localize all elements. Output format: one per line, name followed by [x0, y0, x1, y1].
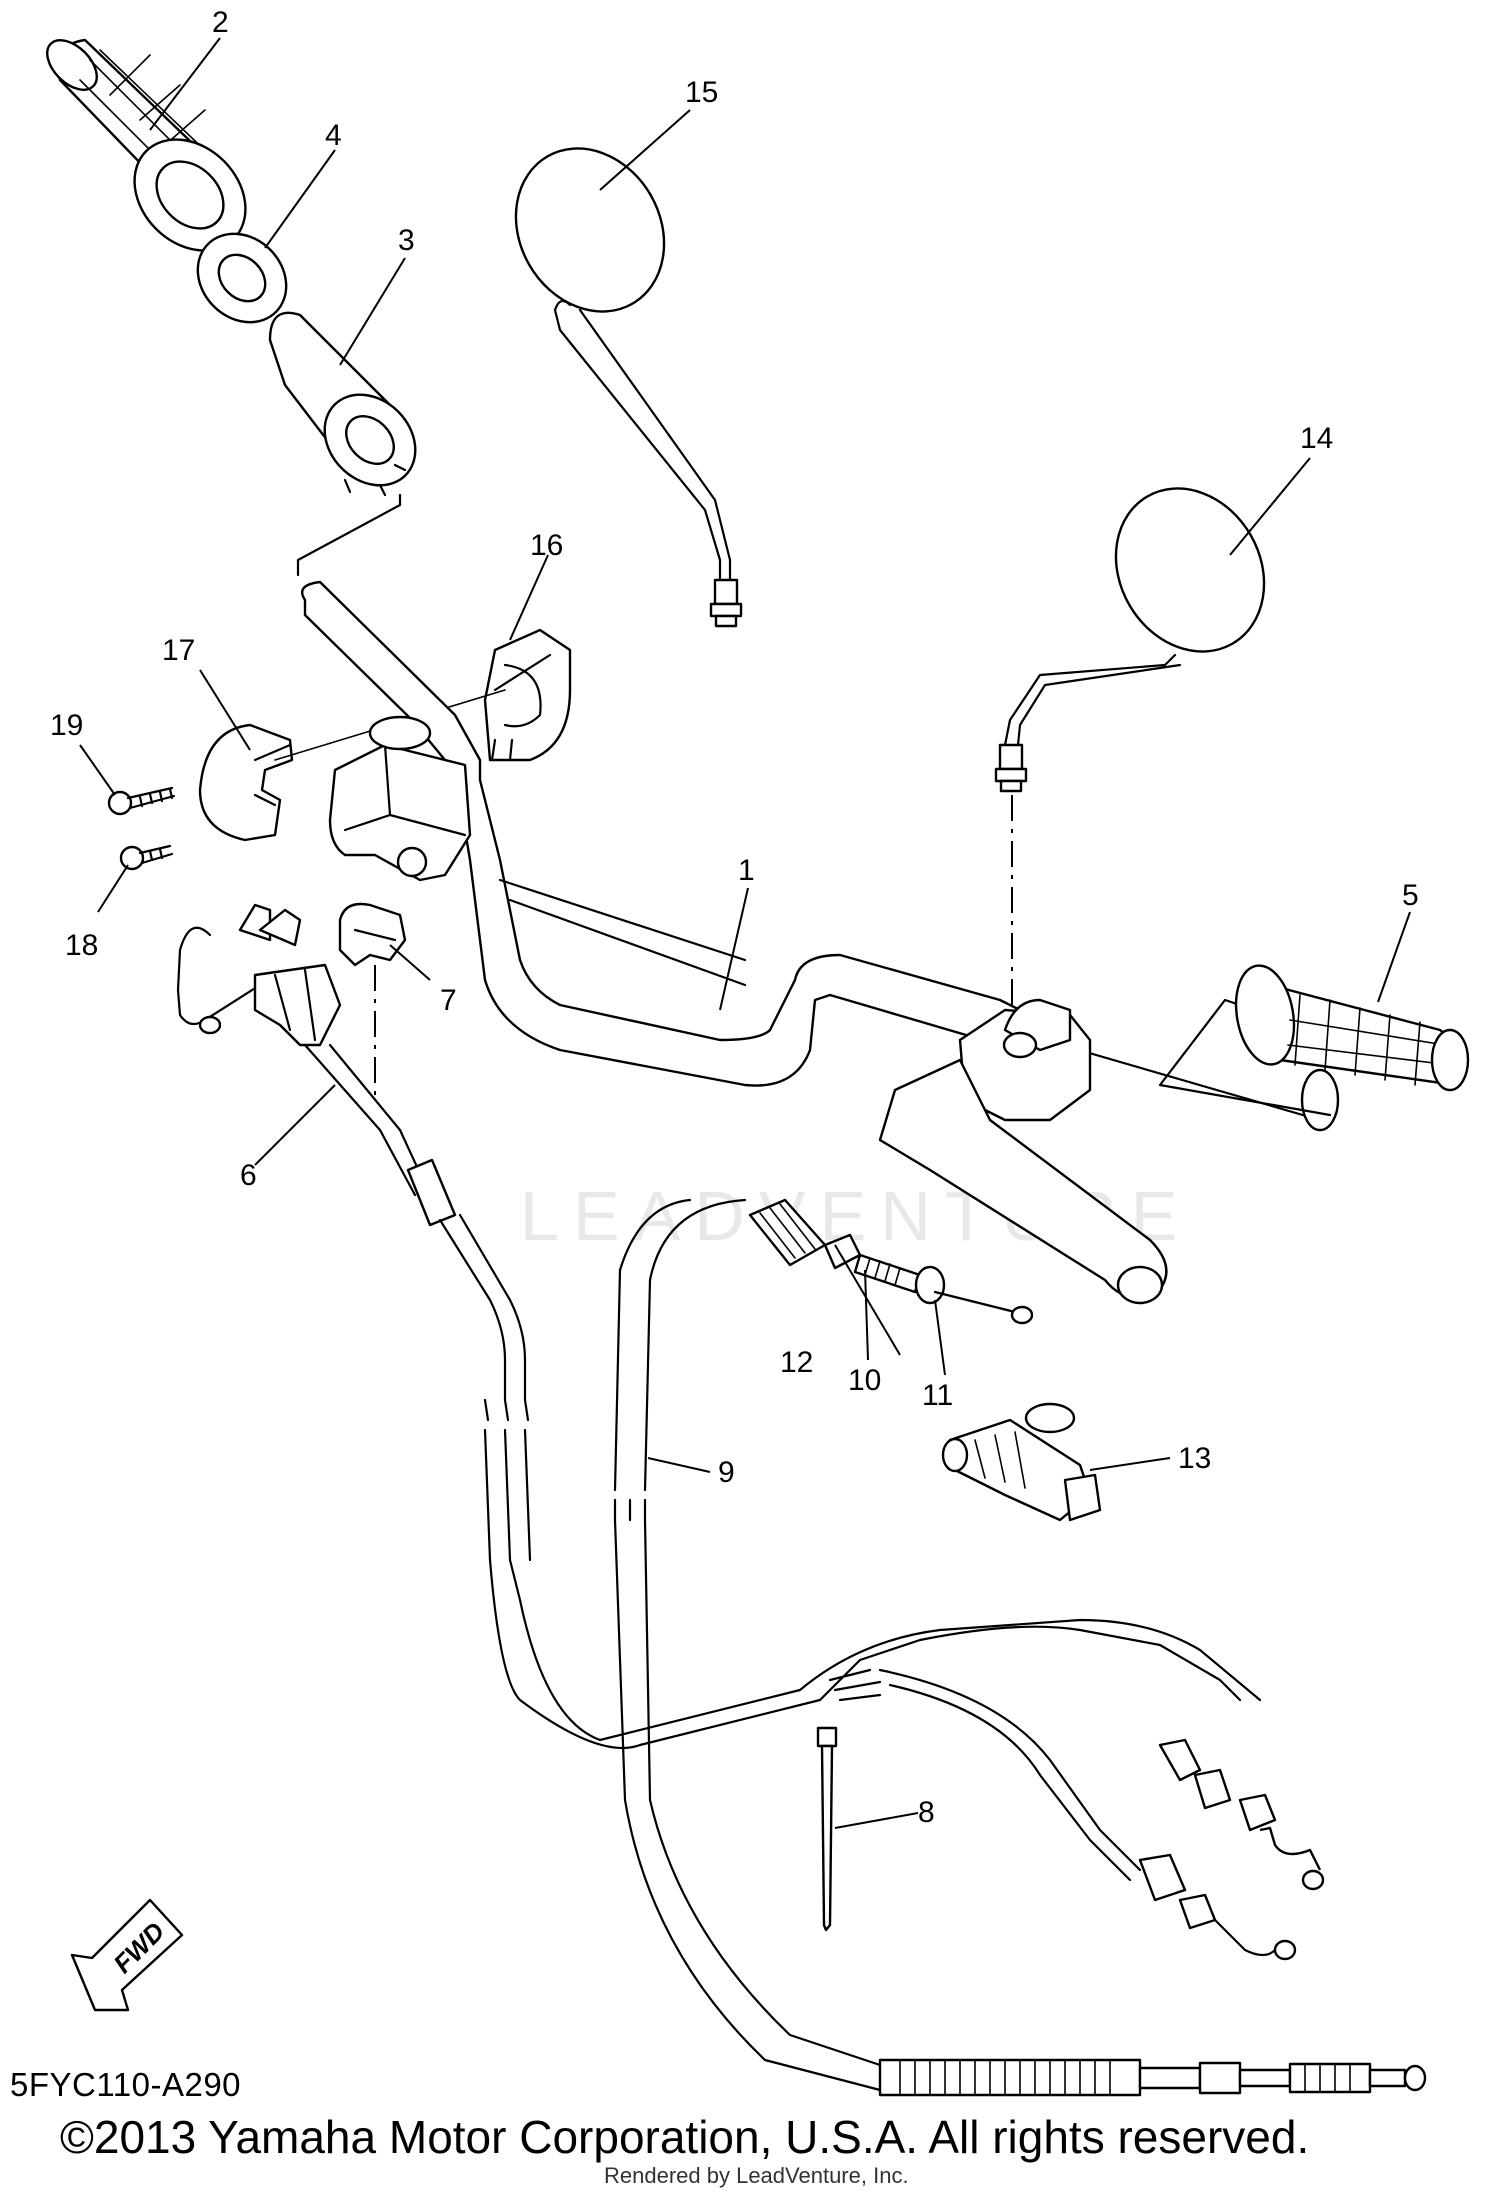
callout-labels: 1 2 3 4 5 6 7 8 9 10 11 12 13 14 15 16 1… — [50, 6, 1419, 1829]
part-19-screw[interactable] — [107, 786, 176, 816]
copyright: ©2013 Yamaha Motor Corporation, U.S.A. A… — [60, 2111, 1310, 2163]
part-2-left-grip[interactable] — [38, 31, 268, 273]
part-3-throttle-tube[interactable] — [268, 311, 434, 504]
callout-9: 9 — [718, 1456, 735, 1489]
part-4-washer[interactable] — [180, 216, 304, 340]
part-9-clutch-cable[interactable] — [613, 1198, 1427, 2097]
part-16-holder[interactable] — [483, 628, 572, 762]
callout-10: 10 — [848, 1364, 881, 1397]
clutch-lever-assembly[interactable] — [878, 998, 1168, 1305]
leader-lines — [79, 37, 1411, 1829]
part-5-right-grip[interactable] — [1158, 961, 1470, 1117]
callout-7: 7 — [440, 984, 457, 1017]
part-8-cable-tie[interactable] — [816, 1726, 838, 1932]
callout-11: 11 — [922, 1379, 953, 1412]
part-7-cable-guide[interactable] — [338, 902, 407, 967]
rendered-by: Rendered by LeadVenture, Inc. — [600, 2163, 913, 2189]
part-14-mirror[interactable] — [994, 461, 1293, 793]
callout-18: 18 — [65, 929, 98, 962]
part-13-cable-boot[interactable] — [941, 1402, 1102, 1522]
part-17-holder[interactable] — [198, 723, 294, 842]
part-6-throttle-cables[interactable] — [176, 903, 1325, 1961]
callout-1: 1 — [738, 854, 755, 887]
callout-12: 12 — [780, 1346, 813, 1379]
callout-8: 8 — [918, 1796, 935, 1829]
callout-13: 13 — [1178, 1442, 1211, 1475]
throttle-housing[interactable] — [328, 715, 472, 882]
callout-5: 5 — [1402, 879, 1419, 912]
part-11-locknut[interactable] — [914, 1265, 1034, 1325]
part-15-mirror[interactable] — [487, 121, 743, 628]
diagram-code: 5FYC110-A290 — [10, 2066, 242, 2103]
callout-16: 16 — [530, 529, 563, 562]
callout-19: 19 — [50, 709, 83, 742]
callout-2: 2 — [212, 6, 229, 39]
fwd-arrow-icon: FWD — [70, 1898, 184, 2012]
part-18-screw[interactable] — [119, 844, 174, 871]
part-10-adjuster-nut[interactable] — [823, 1233, 922, 1294]
callout-17: 17 — [162, 634, 195, 667]
callout-15: 15 — [685, 76, 718, 109]
callout-3: 3 — [398, 224, 415, 257]
callout-4: 4 — [325, 119, 342, 152]
callout-6: 6 — [240, 1159, 257, 1192]
callout-14: 14 — [1300, 422, 1333, 455]
